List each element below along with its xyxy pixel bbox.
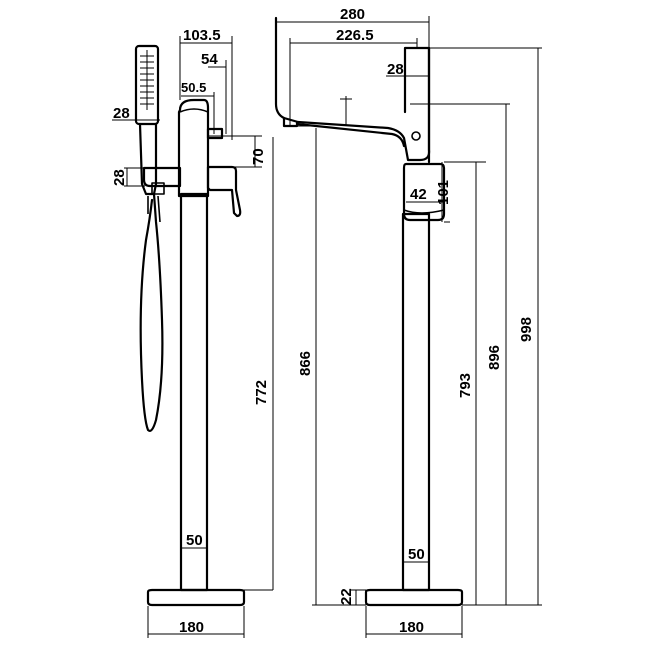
dim-998: 998 — [518, 317, 535, 342]
dim-180-side: 180 — [179, 619, 204, 636]
dim-180-front: 180 — [399, 619, 424, 636]
side-holder-nut — [151, 182, 165, 195]
dim-280: 280 — [340, 6, 365, 23]
dim-line-998 — [429, 47, 542, 606]
side-body-top — [179, 108, 209, 113]
dim-896: 896 — [486, 345, 503, 370]
spout-marker — [340, 96, 352, 126]
side-hose — [139, 192, 164, 432]
front-lever — [402, 162, 446, 222]
side-outlet — [206, 127, 224, 140]
dim-line-28-holder — [124, 167, 145, 187]
dim-line-103-5 — [179, 36, 233, 140]
dim-line-866 — [284, 125, 366, 606]
dim-line-772 — [236, 137, 274, 591]
dim-70: 70 — [250, 148, 267, 165]
dim-28-holder: 28 — [111, 169, 128, 186]
side-hose-inner — [147, 195, 161, 223]
side-body — [177, 98, 210, 198]
dim-line-22 — [350, 589, 366, 605]
dim-line-70 — [208, 135, 262, 168]
dim-22: 22 — [338, 588, 355, 605]
dim-line-180-side — [147, 606, 245, 638]
dim-226-5: 226.5 — [336, 27, 374, 44]
dim-101: 101 — [435, 180, 452, 205]
dim-line-50-5 — [181, 92, 215, 134]
side-lever — [206, 165, 242, 218]
dim-54: 54 — [201, 51, 218, 68]
side-column — [179, 192, 209, 592]
front-column-upper — [403, 46, 431, 164]
side-handset-grid — [140, 50, 154, 110]
front-lever-edge — [403, 209, 445, 214]
dim-line-54 — [208, 60, 227, 134]
front-spout — [274, 16, 431, 162]
front-spout-dot — [411, 131, 421, 141]
front-base-plate — [364, 588, 464, 607]
dim-line-180-front — [365, 606, 463, 638]
dim-793: 793 — [457, 373, 474, 398]
dim-50-side: 50 — [186, 532, 203, 549]
front-view: 280 226.5 28 42 101 866 793 896 998 50 2… — [274, 6, 542, 638]
side-view: 103.5 54 50.5 28 28 70 772 50 180 — [111, 27, 274, 638]
dim-28-handset: 28 — [113, 105, 130, 122]
dim-103-5: 103.5 — [183, 27, 221, 44]
side-handset-head — [134, 44, 160, 126]
dim-line-280 — [276, 16, 430, 48]
side-handset-handle — [138, 122, 158, 196]
dim-42: 42 — [410, 186, 427, 203]
dim-28-front: 28 — [387, 61, 404, 78]
side-base-plate — [146, 588, 246, 607]
dim-866: 866 — [297, 351, 314, 376]
front-column — [401, 212, 431, 592]
dim-772: 772 — [253, 380, 270, 405]
dim-line-101 — [441, 161, 486, 223]
dim-50-5: 50.5 — [181, 80, 206, 95]
side-holder — [142, 166, 182, 188]
dim-line-226-5 — [289, 38, 418, 126]
dim-50-front: 50 — [408, 546, 425, 563]
